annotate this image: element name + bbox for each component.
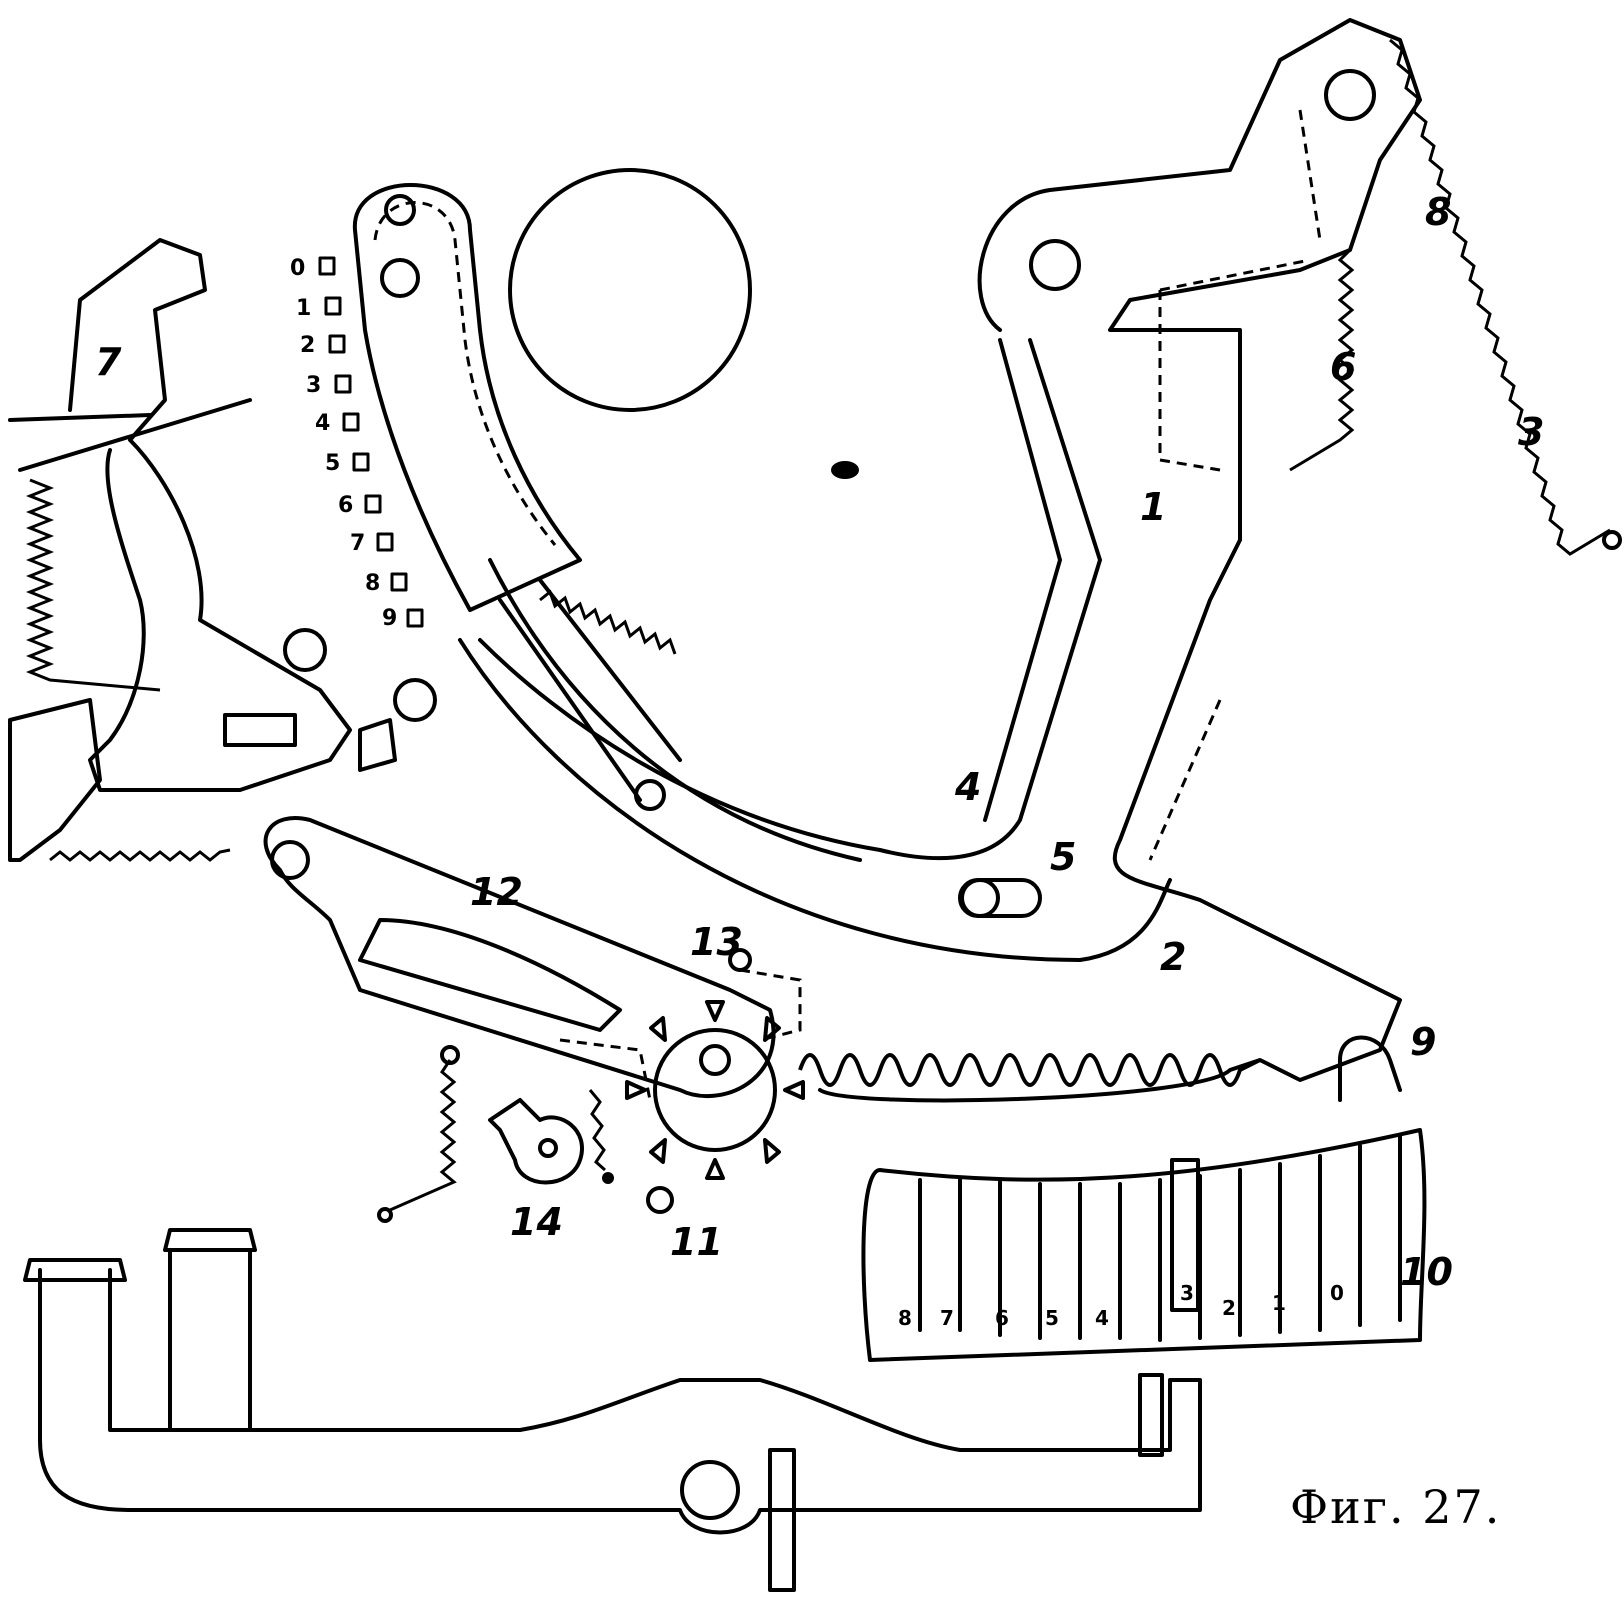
pivot-hole: [699, 1044, 731, 1076]
label-part-11: 11: [670, 1220, 723, 1264]
segment-rack: [539, 589, 677, 655]
label-part-6: 6: [1330, 345, 1356, 389]
scale-digit: 8: [365, 571, 380, 596]
scale-segment: [352, 183, 582, 612]
plate-slots: [918, 1134, 1402, 1342]
stud-4: [960, 878, 1000, 918]
plate-digit: 1: [1272, 1291, 1286, 1315]
plate-digit: 4: [1095, 1306, 1109, 1330]
spring: [49, 848, 231, 862]
scale-digit: 4: [315, 411, 330, 436]
scale-digit: 7: [350, 531, 365, 556]
base-bar: [38, 1268, 1202, 1535]
label-part-13: 13: [690, 920, 743, 964]
spring-3: [1389, 38, 1611, 556]
plate-digit: 8: [898, 1306, 912, 1330]
plate-digit: 6: [995, 1306, 1009, 1330]
scale-digits: 0 1 2 3 4 5 6 7 8 9: [290, 256, 397, 631]
bracket-7: [68, 238, 352, 792]
roller: [634, 779, 666, 811]
scale-digit: 5: [325, 451, 340, 476]
label-part-9: 9: [1410, 1020, 1436, 1064]
label-part-1: 1: [1140, 485, 1166, 529]
label-part-3: 3: [1518, 410, 1544, 454]
label-part-10: 10: [1400, 1250, 1453, 1294]
plate-digit: 0: [1330, 1281, 1344, 1305]
scale-digit: 9: [382, 606, 397, 631]
plate-digit: 2: [1222, 1296, 1236, 1320]
large-disc: [508, 168, 752, 412]
lever-1-arm: [478, 338, 1102, 861]
plate-digits: 8 7 6 5 4 3 2 1 0: [898, 1281, 1344, 1330]
figure-caption: Фиг. 27.: [1290, 1480, 1502, 1534]
pivot-hole: [270, 840, 310, 880]
pivot-hole: [1029, 239, 1081, 291]
plate-digit: 5: [1045, 1306, 1059, 1330]
pawl-14: [488, 1098, 584, 1185]
rack-9: [798, 1053, 1261, 1087]
plate-digit: 3: [1180, 1281, 1194, 1305]
digit-plate-10: [861, 1128, 1427, 1362]
label-part-4: 4: [954, 765, 981, 809]
scale-digit: 3: [306, 373, 321, 398]
scale-digit: 2: [300, 333, 315, 358]
spring: [25, 478, 161, 692]
scale-windows: [318, 256, 424, 628]
gear-11: [625, 1000, 805, 1180]
set-pin: [1170, 1158, 1200, 1312]
label-part-7: 7: [95, 340, 122, 384]
scale-digit: 0: [290, 256, 305, 281]
label-part-12: 12: [470, 870, 523, 914]
plate-digit: 7: [940, 1306, 954, 1330]
label-part-5: 5: [1050, 835, 1076, 879]
scale-digit: 6: [338, 493, 353, 518]
scale-digit: 1: [296, 296, 311, 321]
pivot-hole: [1324, 69, 1376, 121]
label-part-14: 14: [510, 1200, 563, 1244]
label-part-8: 8: [1425, 190, 1451, 234]
ink-spot: [831, 461, 859, 479]
label-part-2: 2: [1160, 935, 1186, 979]
sector-2: [458, 638, 1172, 962]
spring-6: [1289, 248, 1355, 472]
lever-1: [818, 18, 1422, 1103]
slot: [223, 713, 297, 747]
lever-12: [263, 816, 776, 1099]
pivot-hole: [283, 628, 327, 672]
